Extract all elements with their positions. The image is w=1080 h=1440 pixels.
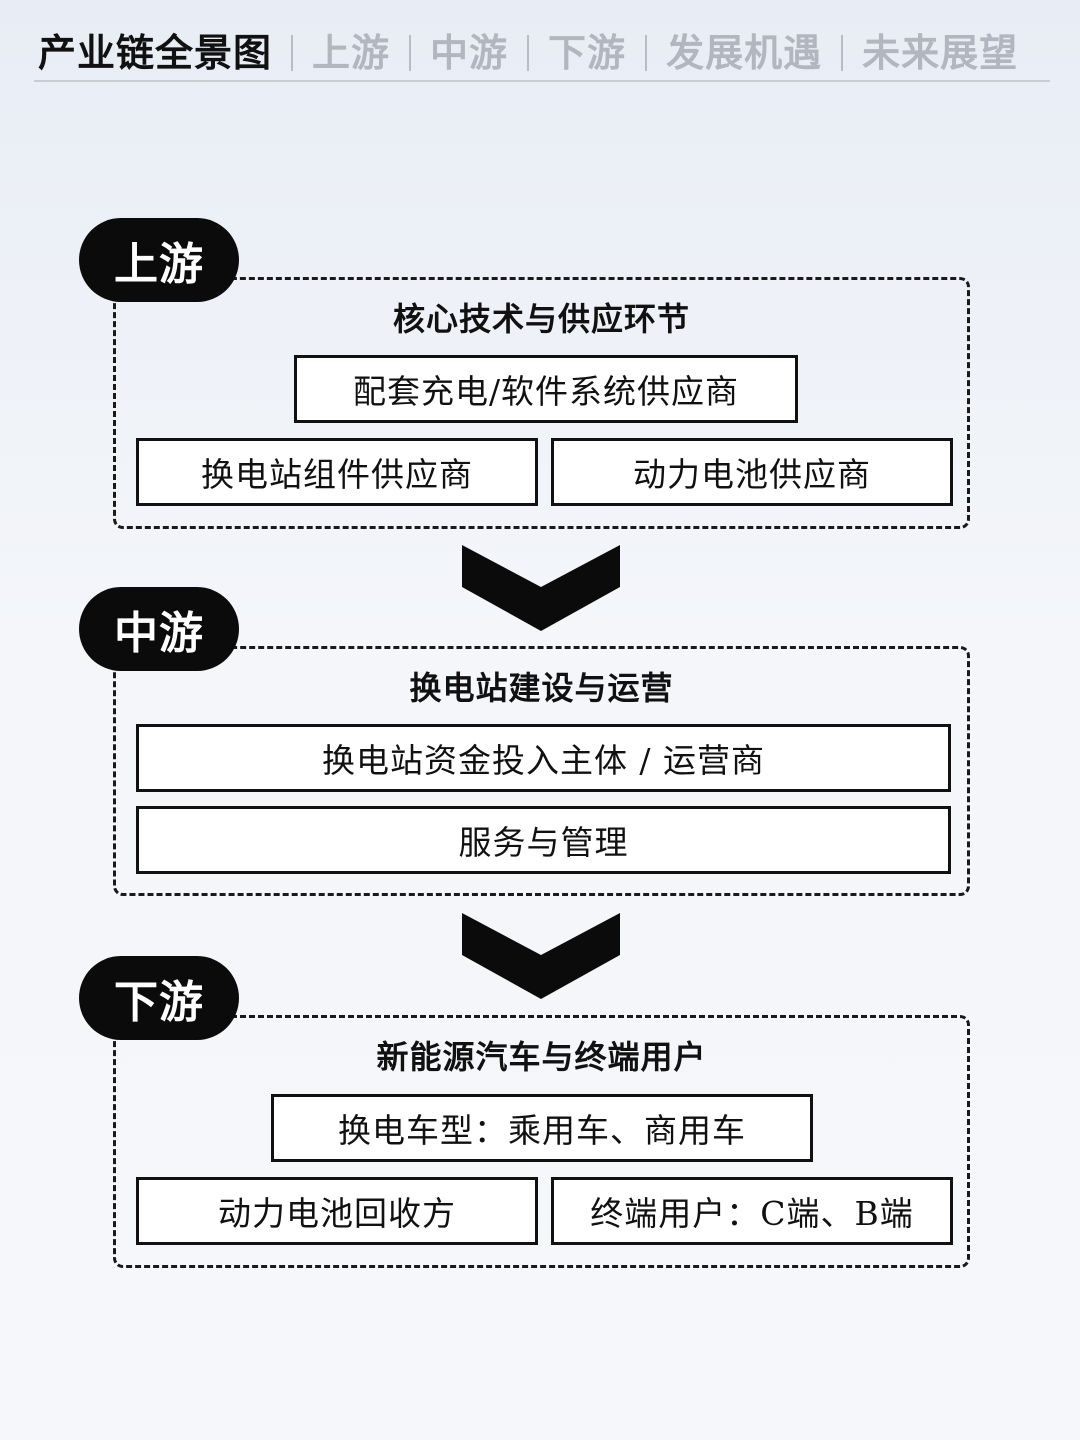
top-nav: 产业链全景图 上游 中游 下游 发展机遇 未来展望	[34, 26, 1050, 82]
tab-industry-chain-overview[interactable]: 产业链全景图	[38, 30, 273, 75]
downstream-title: 新能源汽车与终端用户	[376, 1038, 707, 1076]
investor-operator-box: 换电站资金投入主体 / 运营商	[136, 724, 951, 792]
nav-divider	[841, 35, 844, 71]
nav-divider	[409, 35, 412, 71]
service-management-box: 服务与管理	[136, 806, 951, 874]
midstream-title: 换电站建设与运营	[409, 669, 674, 707]
swap-station-component-supplier-box: 换电站组件供应商	[136, 438, 538, 506]
tab-midstream[interactable]: 中游	[430, 30, 509, 75]
end-users-box: 终端用户：C端、B端	[551, 1177, 953, 1245]
battery-recycler-box: 动力电池回收方	[136, 1177, 538, 1245]
upstream-title: 核心技术与供应环节	[392, 300, 690, 338]
chevron-down-icon	[462, 545, 620, 631]
nav-divider	[527, 35, 530, 71]
charging-software-supplier-box: 配套充电/软件系统供应商	[294, 355, 798, 423]
upstream-section: 上游 核心技术与供应环节 配套充电/软件系统供应商 换电站组件供应商 动力电池供…	[79, 218, 970, 529]
tab-opportunities[interactable]: 发展机遇	[666, 30, 823, 75]
nav-divider	[645, 35, 648, 71]
chevron-down-icon	[462, 913, 620, 999]
downstream-section: 下游 新能源汽车与终端用户 换电车型：乘用车、商用车 动力电池回收方 终端用户：…	[79, 956, 970, 1268]
downstream-badge: 下游	[79, 956, 239, 1040]
battery-supplier-box: 动力电池供应商	[551, 438, 953, 506]
upstream-badge: 上游	[79, 218, 239, 302]
swap-vehicle-types-box: 换电车型：乘用车、商用车	[271, 1094, 813, 1162]
tab-downstream[interactable]: 下游	[548, 30, 627, 75]
tab-upstream[interactable]: 上游	[312, 30, 391, 75]
midstream-section: 中游 换电站建设与运营 换电站资金投入主体 / 运营商 服务与管理	[79, 587, 970, 896]
tab-outlook[interactable]: 未来展望	[862, 30, 1019, 75]
nav-divider	[291, 35, 294, 71]
midstream-badge: 中游	[79, 587, 239, 671]
